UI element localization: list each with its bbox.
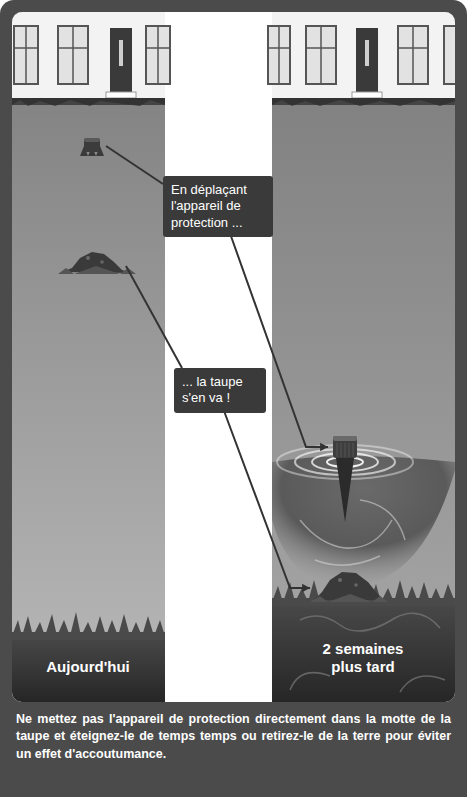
leader-line [231,237,328,447]
left-panel-art-shape-shape [146,26,170,84]
right-panel-art-shape-shape [398,26,428,84]
arrow-head [320,443,328,452]
left-panel-art-shape [12,12,165,98]
left-panel-art-shape [12,98,165,105]
right-panel-art-shape [272,12,455,98]
right-panel-art-shape [333,436,357,441]
leader-line [225,413,310,589]
right-panel-art-shape [310,594,388,602]
right-panel-art-shape [365,40,369,66]
left-panel-art-shape [86,256,90,260]
left-panel-art-shape [58,266,136,274]
left-panel-art-shape-shape [14,26,38,84]
right-panel-art-shape [290,613,445,692]
right-panel-art-shape-shape [268,26,290,84]
left-panel-art-shape-shape [72,26,74,84]
right-panel-art-shape [272,12,455,702]
right-panel-art-shape-shape [353,443,354,457]
right-panel-art-shape [268,26,428,84]
right-panel-art-shape [337,443,353,457]
left-panel-art-shape-shape [58,47,88,49]
left-panel-art-shape-shape [146,47,170,49]
panel-label: 2 semaines plus tard [308,640,418,676]
right-panel-art [268,12,455,702]
left-panel-art-shape [14,26,170,84]
right-panel-art-shape-shape [349,443,350,457]
left-panel-art-shape [84,138,100,152]
right-panel-art-shape [272,598,455,702]
right-panel-art-shape-shape [337,443,338,457]
right-panel-art-shape [333,436,357,458]
right-panel-art-shape-shape [345,443,346,457]
right-panel-art-shape-shape [398,47,428,49]
left-panel-art-shape [106,92,136,98]
right-panel-art-shape-shape [315,556,380,565]
callout-text: ... la taupe s'en va ! [182,374,258,407]
right-panel-art-shape [300,500,405,565]
arrow-head [302,584,310,593]
left-panel-art-shape [119,40,123,66]
right-panel-art-shape [336,458,354,522]
inner-ground [12,12,455,702]
right-panel-art-shape-shape [306,47,336,49]
callout-box: En déplaçant l'appareil de protection ..… [163,176,273,237]
right-panel-art-shape-shape [278,26,280,84]
caption-band [0,702,467,797]
right-panel-art-shape-shape [444,26,455,84]
left-panel-art-shape [110,28,132,94]
panel-label: Aujourd'hui [18,658,158,676]
right-panel-art-shape [352,92,382,98]
left-panel-art-shape-shape [25,26,27,84]
left-panel-art-shape-shape [14,47,38,49]
right-panel-art-shape-shape [290,673,330,690]
left-panel-art-shape [84,138,100,142]
left-panel-art-shape [14,26,170,84]
right-panel-art-shape-shape [341,443,342,457]
right-panel-art-shape-shape [306,26,336,84]
right-panel-art-shape-shape [268,47,290,49]
right-panel-art-shape [354,583,358,587]
right-panel-art-shape-shape [300,520,392,548]
right-panel-art-shape-shape [300,613,440,631]
left-panel-art-shape-shape [58,26,88,84]
left-panel-art-shape-shape [157,26,159,84]
right-panel-art-shape-shape [400,676,445,692]
left-panel-art-shape [100,260,104,264]
left-panel-art-shape [12,100,165,106]
right-panel-art-shape-shape [320,26,322,84]
leader-line [106,146,163,184]
callout-box: ... la taupe s'en va ! [174,368,266,413]
right-panel-art-shape-shape [412,26,414,84]
caption-text: Ne mettez pas l'appareil de protection d… [16,711,451,763]
right-panel-art-shape [356,28,378,94]
callout-text: En déplaçant l'appareil de protection ..… [171,182,265,231]
right-panel-art-shape [272,100,455,106]
left-panel-art-shape [12,632,165,702]
right-panel-art-shape [272,98,455,105]
left-panel-art-shape [12,12,165,702]
right-panel-art-shape [338,578,342,582]
leader-line [126,266,182,368]
right-panel-art-shape-shape [360,500,405,540]
left-panel-art [12,12,170,702]
left-panel-art-shape [12,612,165,640]
